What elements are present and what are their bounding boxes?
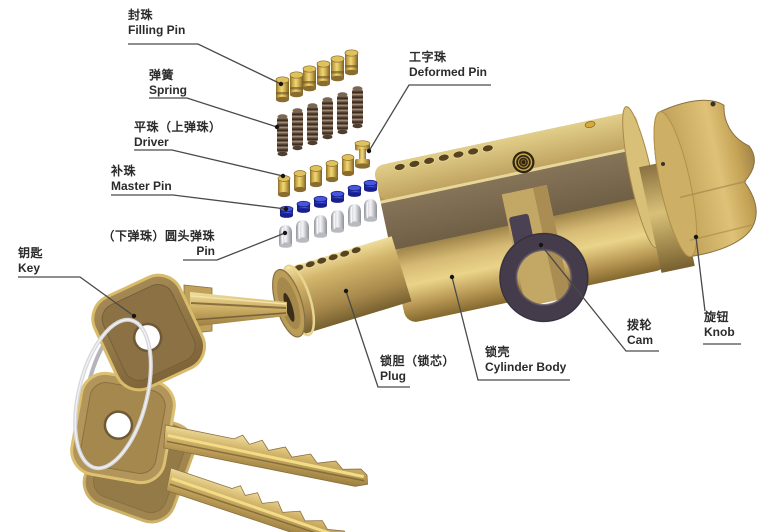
label-knob-en: Knob xyxy=(704,325,735,339)
label-master-pin-zh: 补珠 xyxy=(111,164,137,178)
label-master-pin-en: Master Pin xyxy=(111,179,172,193)
knob-screw-dot xyxy=(710,101,716,107)
label-deformed-pin-zh: 工字珠 xyxy=(409,50,447,64)
leader-lines xyxy=(18,43,741,388)
label-key-en: Key xyxy=(18,261,41,275)
label-spring-en: Spring xyxy=(149,83,187,97)
neck-screw-dot xyxy=(661,162,665,166)
key-2 xyxy=(70,371,374,490)
body-pin-holes xyxy=(393,144,494,171)
label-pin-zh: （下弹珠）圆头弹珠 xyxy=(102,229,215,243)
label-cam-zh: 拨轮 xyxy=(627,318,653,332)
label-knob-zh: 旋钮 xyxy=(704,310,730,324)
cylinder-body-part xyxy=(374,99,757,323)
label-plug-zh: 锁胆（锁芯） xyxy=(380,354,456,368)
label-spring: 弹簧 Spring xyxy=(149,68,187,98)
label-plug-en: Plug xyxy=(380,369,406,383)
label-driver: 平珠（上弹珠） Driver xyxy=(134,120,222,150)
label-cam-en: Cam xyxy=(627,333,654,347)
label-cylinder-body-zh: 锁壳 xyxy=(485,345,511,359)
key-2-hole xyxy=(103,410,134,440)
label-pin: （下弹珠）圆头弹珠 Pin xyxy=(102,229,215,259)
label-knob: 旋钮 Knob xyxy=(704,310,735,340)
keyring-front-strand xyxy=(73,317,153,471)
label-filling-pin: 封珠 Filling Pin xyxy=(128,8,185,38)
driver-pins-row xyxy=(277,154,355,198)
label-cylinder-body: 锁壳 Cylinder Body xyxy=(485,345,566,375)
label-master-pin: 补珠 Master Pin xyxy=(111,164,172,194)
leader-dots xyxy=(131,81,699,319)
body-top-edge-highlight xyxy=(380,145,644,204)
springs-row xyxy=(277,86,363,157)
label-deformed-pin-en: Deformed Pin xyxy=(409,65,488,79)
label-filling-pin-zh: 封珠 xyxy=(128,8,154,22)
label-driver-en: Driver xyxy=(134,135,169,149)
plug-front-face xyxy=(272,268,306,338)
label-spring-zh: 弹簧 xyxy=(149,68,175,82)
label-plug: 锁胆（锁芯） Plug xyxy=(380,354,455,384)
body-top-face xyxy=(374,112,641,200)
knob-part xyxy=(653,99,757,258)
keyway-slot xyxy=(283,292,295,322)
label-cam: 拨轮 Cam xyxy=(627,318,653,348)
label-deformed-pin: 工字珠 Deformed Pin xyxy=(409,50,487,80)
label-cylinder-body-en: Cylinder Body xyxy=(485,360,567,374)
bottom-pins-row xyxy=(278,198,378,249)
label-key-zh: 钥匙 xyxy=(18,246,44,260)
body-oval-hole xyxy=(584,121,596,129)
deformed-pin-part xyxy=(354,140,371,170)
label-filling-pin-en: Filling Pin xyxy=(128,23,186,37)
label-pin-en: Pin xyxy=(196,244,215,258)
key-blade-inserted xyxy=(183,284,287,335)
cam-part xyxy=(499,213,589,323)
plug-part xyxy=(272,236,412,338)
label-key: 钥匙 Key xyxy=(18,246,43,276)
label-driver-zh: 平珠（上弹珠） xyxy=(134,120,222,134)
key-1-head xyxy=(91,273,207,392)
threaded-hole xyxy=(512,151,535,174)
